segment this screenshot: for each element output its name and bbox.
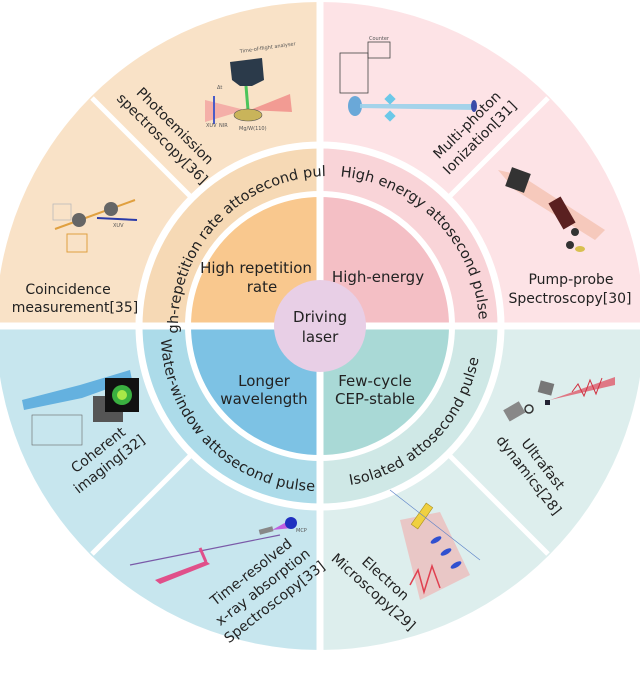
field-waveform-icon [571,377,603,398]
chamber-icon [548,196,576,230]
pump-probe-illustration [498,167,605,252]
spectrometer-icon [503,401,526,422]
middle-ring [142,148,498,504]
tip-icon [410,502,434,530]
xray-absorption-illustration: MCP [129,517,307,584]
probe-beam-icon [129,534,281,566]
diag-divider-tl [90,96,194,200]
inner-label-tl-line2: rate [247,278,277,296]
reflected-beam-icon [250,94,292,112]
middle-sector-top-left [142,148,320,326]
laser-field-icon [400,512,470,600]
coincidence-xuv-label: XUV [113,223,124,229]
inner-label-tr: High-energy [332,268,424,286]
diffraction-center-icon [117,390,127,400]
mcp-detector-icon [285,517,297,529]
electron-pulse-icon-3 [450,561,462,569]
detector-icon-u [537,380,555,396]
counter-label: Counter [369,36,390,42]
beam-path-icon [360,104,476,110]
app-label-coincidence-line2: measurement[35] [12,300,138,316]
analyser-icon [230,58,264,86]
sample-stage-icon [575,246,585,252]
coincidence-illustration: XUV [52,199,138,253]
mcp-label: MCP [296,528,307,534]
sample-label: Mg/W(110) [239,126,267,132]
middle-sector-top-right [320,148,498,326]
diag-divider-tr [446,96,550,200]
nir-label: NIR [219,123,228,129]
inner-label-tl-line1: High repetition [200,259,312,277]
lens-icon [471,100,477,112]
ultrafast-illustration [503,377,615,422]
sample-icon [233,108,263,122]
diag-divider-br [446,452,550,556]
coherent-imaging-illustration [22,370,139,446]
pump-path-icon [198,547,208,563]
detector-icon-2 [566,241,574,249]
xray-beam-icon [22,370,132,410]
electron-beam-icon [244,85,250,111]
tof-tube-icon [339,52,369,94]
inner-label-bl-line2: wavelength [220,390,307,408]
diag-divider-bl [90,452,194,556]
delay-label: Δt [217,85,222,91]
xuv-beam-icon [96,217,138,221]
inner-label-br-line1: Few-cycle [338,372,411,390]
mirror-icon [348,96,362,116]
app-label-coincidence-line1: Coincidence [25,282,110,298]
multiphoton-illustration: Counter [339,36,477,122]
app-label-pumpprobe-line1: Pump-probe [528,272,613,288]
waveform-icon [409,563,441,595]
h-atom-icon [104,202,118,216]
laser-beam-icon-u [550,377,615,400]
center-label-line1: Driving [293,308,347,326]
grating-icon [258,526,274,535]
middle-sector-bottom-right [320,326,498,504]
momentum-vector-icon [54,199,136,230]
detector-icon-1 [571,228,579,236]
counter-icon [367,41,391,59]
electron-pulse-icon-2 [440,548,452,556]
xuv-label: XUV [206,123,217,129]
driving-laser-core [274,280,366,372]
middle-sector-bottom-left [142,326,320,504]
target-icon [545,400,550,405]
h-plus-ion-icon [72,213,86,227]
focusing-mirror-icon [524,404,534,414]
inner-label-bl-line1: Longer [238,372,291,390]
graph-inset-icon [31,414,83,446]
momentum-box-1 [52,203,72,221]
beam-axis-line [389,489,481,561]
inner-label-br-line2: CEP-stable [335,390,415,408]
crystal-icon [505,167,531,193]
center-label-line2: laser [302,328,339,346]
app-label-pumpprobe-line2: Spectroscopy[30] [508,291,631,307]
pump-beam-icon-x [155,561,210,584]
momentum-box-2 [66,233,88,253]
electron-pulse-icon-1 [430,536,442,544]
electron-microscopy-illustration [389,489,481,600]
